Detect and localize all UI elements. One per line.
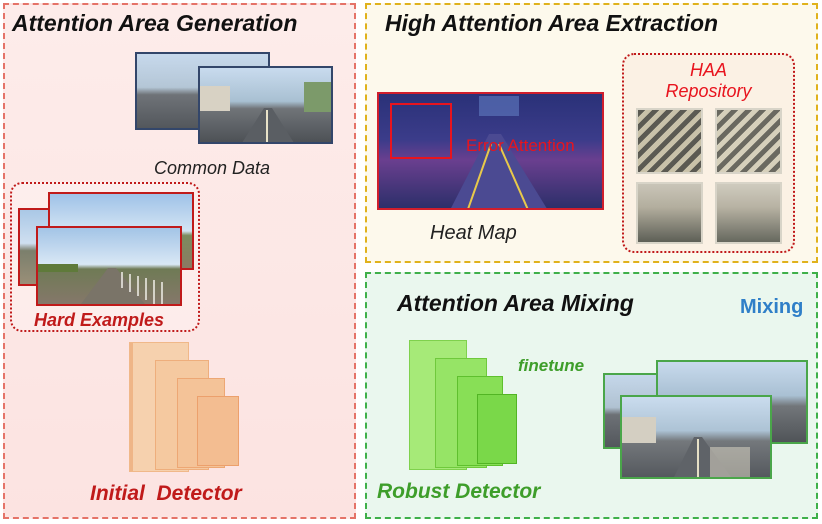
panel-title-generation: Attention Area Generation: [12, 10, 298, 36]
mixed-photo-front: [620, 395, 772, 479]
common-data-photo-front: [198, 66, 333, 144]
haa-patch-1: [636, 108, 703, 174]
common-data-label: Common Data: [154, 158, 271, 178]
haa-patch-3: [636, 182, 703, 244]
finetune-label: finetune: [518, 356, 585, 375]
panel-title-mixing: Attention Area Mixing: [397, 290, 634, 316]
panel-title-extraction: High Attention Area Extraction: [385, 10, 719, 36]
haa-patch-4: [715, 182, 782, 244]
hard-examples-label: Hard Examples: [34, 310, 165, 330]
mixing-label: Mixing: [740, 296, 804, 318]
heat-map-label: Heat Map: [430, 222, 517, 244]
error-attention-box: [390, 103, 452, 159]
hard-example-photo-front: [36, 226, 182, 306]
initial-detector-label: Initial Detector: [90, 482, 242, 505]
initial-detector-icon: [125, 342, 245, 477]
robust-detector-icon: [405, 340, 525, 475]
haa-repository-label: HAA Repository: [665, 60, 752, 101]
error-attention-label: Error Attention: [466, 136, 575, 155]
haa-patch-2: [715, 108, 782, 174]
heat-map-image: [377, 92, 604, 210]
robust-detector-label: Robust Detector: [377, 480, 541, 503]
